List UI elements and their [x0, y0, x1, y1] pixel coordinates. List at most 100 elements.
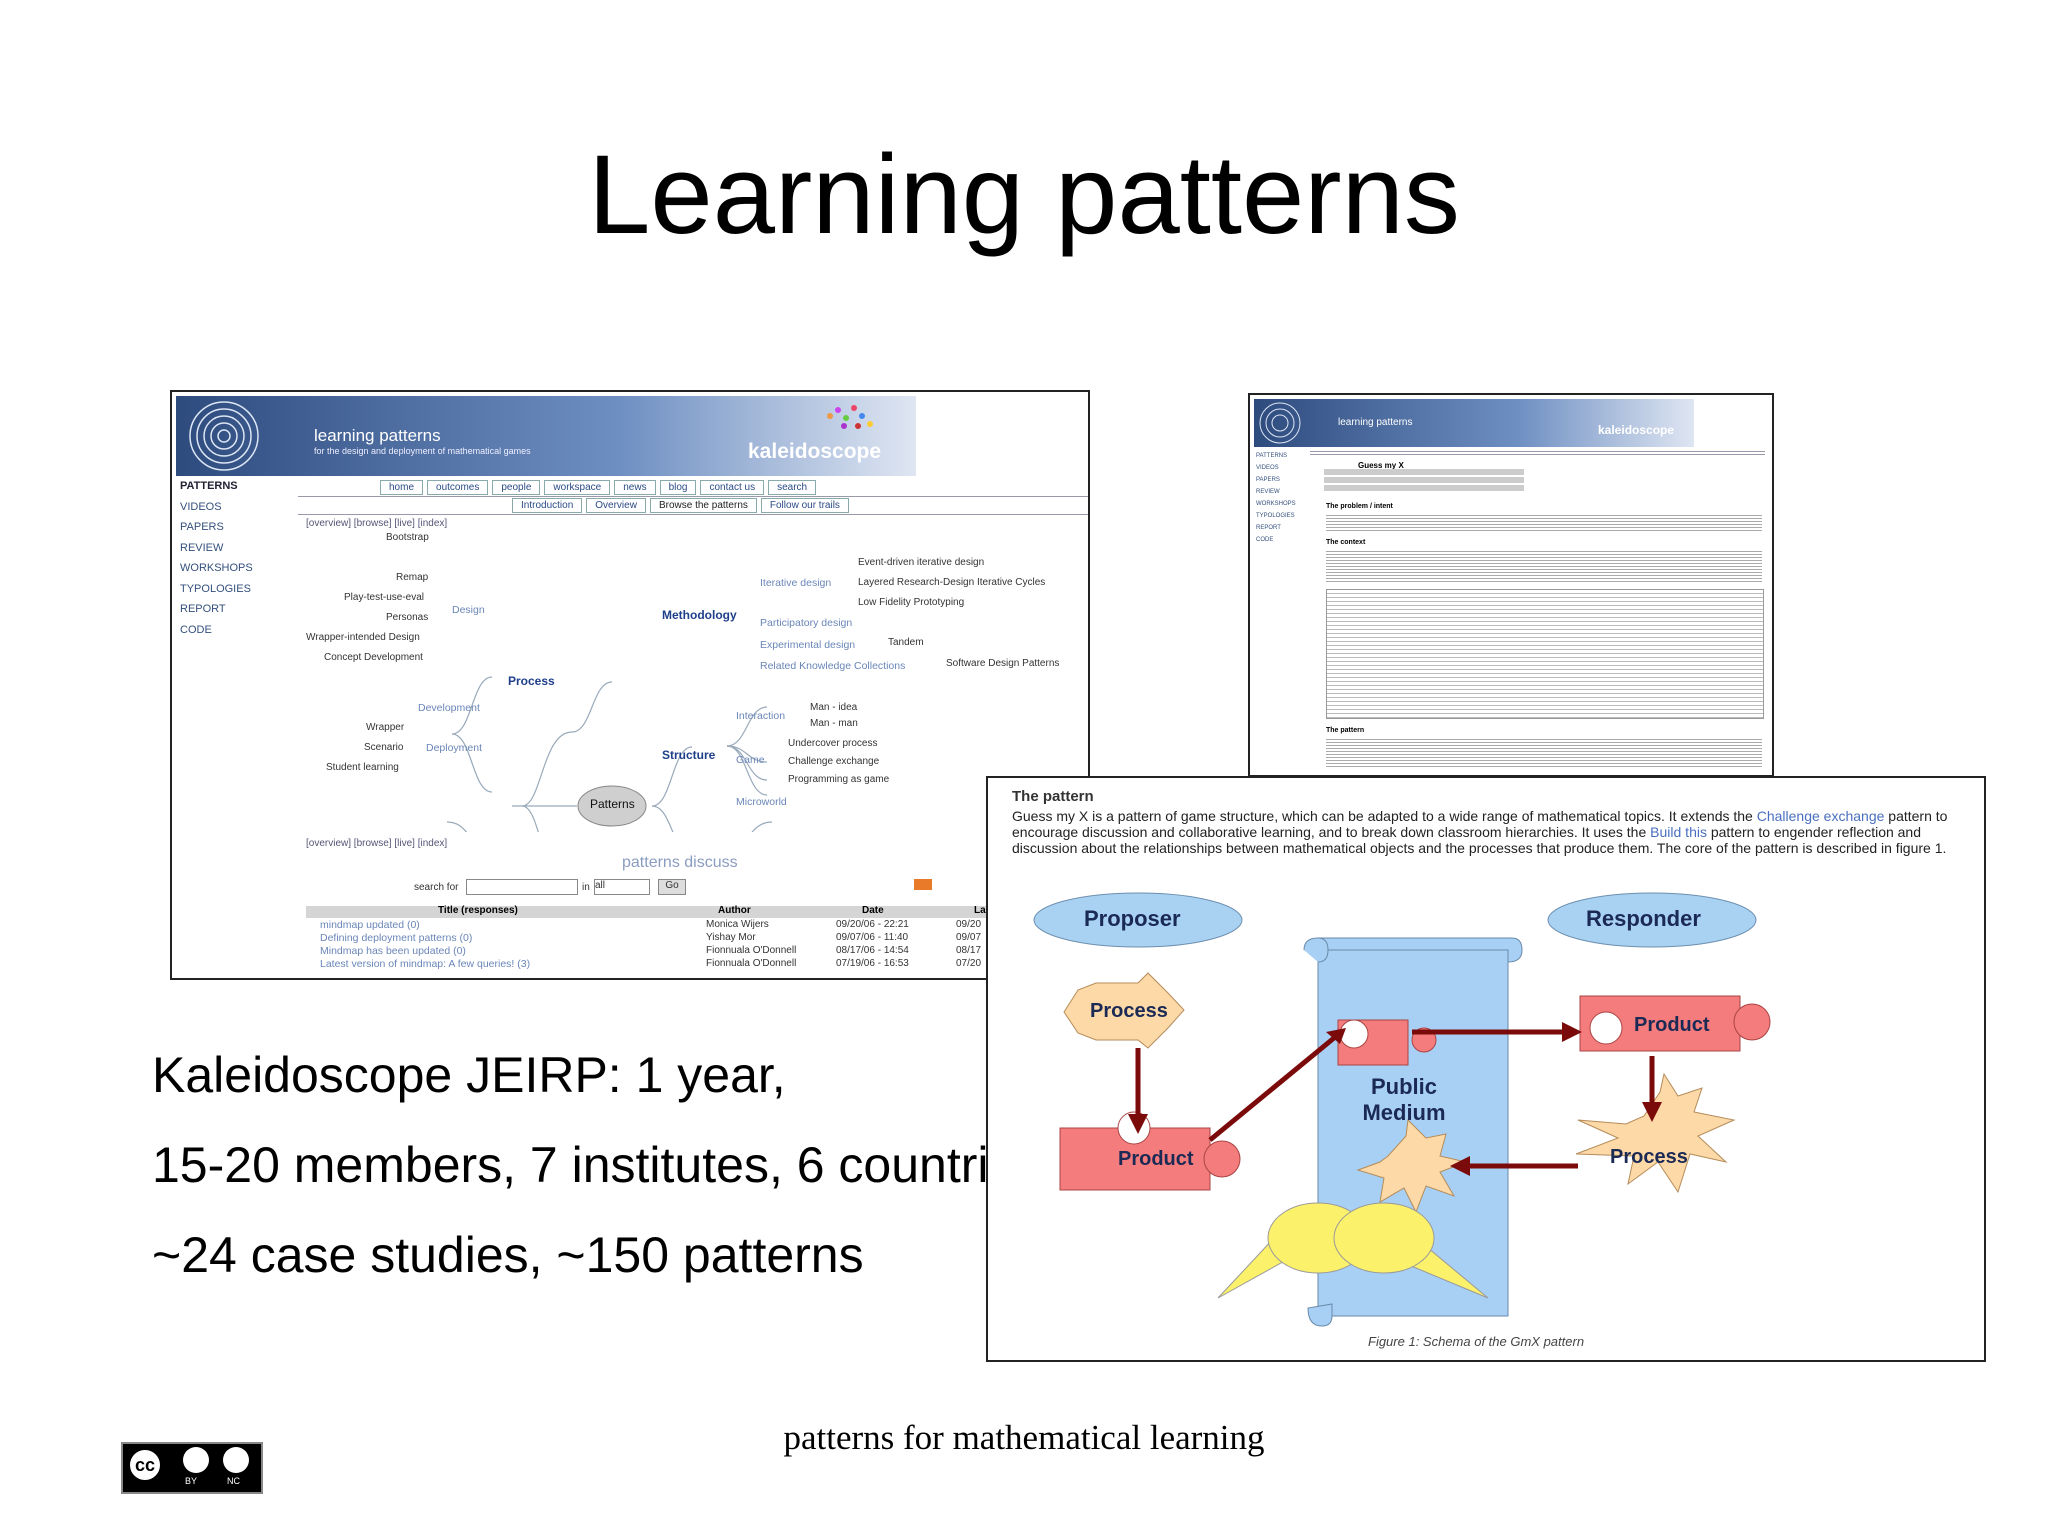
public-medium-label: Public Medium — [1362, 1074, 1446, 1125]
mindmap-game-item[interactable]: Programming as game — [788, 774, 890, 785]
mindmap-design-item[interactable]: Personas — [386, 612, 429, 623]
tab-contact[interactable]: contact us — [700, 480, 765, 495]
process-starburst-center — [1356, 1118, 1468, 1214]
mindmap-deployment[interactable]: Deployment — [426, 742, 483, 754]
row-author: Fionnuala O'Donnell — [706, 945, 797, 956]
pattern-description: Guess my X is a pattern of game structur… — [1012, 808, 1948, 856]
tab-home[interactable]: home — [380, 480, 424, 495]
mindmap-development[interactable]: Development — [418, 702, 480, 714]
link-challenge-exchange[interactable]: Challenge exchange — [1756, 808, 1885, 824]
mindmap-interaction-item[interactable]: Man - man — [810, 718, 858, 729]
nav-small[interactable]: TYPOLOGIES — [1256, 513, 1295, 519]
subtab-overview[interactable]: Overview — [586, 498, 646, 513]
section-heading: The problem / intent — [1326, 503, 1393, 510]
row-date: 09/07/06 - 11:40 — [836, 932, 909, 943]
mindmap-deployment-item[interactable]: Student learning — [326, 762, 399, 773]
mindmap-related[interactable]: Related Knowledge Collections — [760, 660, 906, 672]
mindmap-microworld[interactable]: Microworld — [736, 796, 787, 808]
mindmap-design-item[interactable]: Concept Development — [324, 652, 423, 663]
mindmap-participatory[interactable]: Participatory design — [760, 617, 853, 629]
mindmap-interaction-item[interactable]: Man - idea — [810, 702, 858, 713]
mindmap-experimental[interactable]: Experimental design — [760, 639, 856, 651]
mindmap-center[interactable]: Patterns — [590, 797, 635, 811]
mindmap-sdp[interactable]: Software Design Patterns — [946, 658, 1060, 669]
row-last: 09/07 — [956, 932, 982, 943]
mindmap-iterative-item[interactable]: Layered Research-Design Iterative Cycles — [858, 577, 1046, 588]
nav-small[interactable]: PATTERNS — [1256, 453, 1288, 459]
col-date: Date — [862, 905, 884, 916]
bullet-duration: Kaleidoscope JEIRP: 1 year, — [152, 1047, 786, 1103]
tab-news[interactable]: news — [614, 480, 656, 495]
row-title[interactable]: Mindmap has been updated (0) — [320, 945, 466, 957]
mindmap-game-item[interactable]: Undercover process — [788, 738, 878, 749]
slide-footer: patterns for mathematical learning — [783, 1418, 1265, 1457]
nav-review[interactable]: REVIEW — [180, 541, 224, 554]
search-scope-select[interactable]: all — [594, 879, 650, 895]
mindmap-game[interactable]: Game — [736, 754, 765, 766]
pattern-name: Guess my X — [1358, 461, 1404, 470]
mindmap-tandem[interactable]: Tandem — [888, 637, 924, 648]
mindmap-deployment-item[interactable]: Wrapper — [366, 722, 405, 733]
tab-people[interactable]: people — [492, 480, 541, 495]
site-subtabs: Introduction Overview Browse the pattern… — [512, 498, 849, 513]
nav-small[interactable]: VIDEOS — [1256, 465, 1279, 471]
product-puzzle-center — [1337, 1019, 1437, 1066]
site-nav: PATTERNS VIDEOS PAPERS REVIEW WORKSHOPS … — [180, 480, 298, 644]
nav-code[interactable]: CODE — [180, 623, 212, 636]
process-left-label: Process — [1090, 1000, 1168, 1022]
nav-patterns[interactable]: PATTERNS — [180, 480, 238, 492]
nav-report[interactable]: REPORT — [180, 603, 226, 615]
row-title[interactable]: mindmap updated (0) — [320, 919, 420, 931]
mindmap-deployment-item[interactable]: Scenario — [364, 742, 404, 753]
mindmap-design-item[interactable]: Play-test-use-eval — [344, 592, 425, 603]
mindmap-design-item[interactable]: Bootstrap — [386, 532, 429, 543]
row-last: 08/17 — [956, 945, 982, 956]
nav-small[interactable]: PAPERS — [1256, 477, 1280, 483]
nav-typologies[interactable]: TYPOLOGIES — [180, 582, 251, 595]
row-title[interactable]: Defining deployment patterns (0) — [320, 932, 473, 944]
dots-logo-icon — [827, 405, 873, 429]
pattern-figure-screenshot: The pattern Guess my X is a pattern of g… — [986, 776, 1986, 1362]
nav-small[interactable]: CODE — [1256, 537, 1274, 543]
mindmap-structure[interactable]: Structure — [662, 748, 716, 762]
subtab-introduction[interactable]: Introduction — [512, 498, 583, 513]
mindmap-iterative[interactable]: Iterative design — [760, 577, 832, 589]
mindmap-design[interactable]: Design — [452, 604, 485, 616]
subtab-browse[interactable]: Browse the patterns — [649, 498, 757, 513]
mindmap-interaction[interactable]: Interaction — [736, 710, 786, 722]
tab-outcomes[interactable]: outcomes — [427, 480, 489, 495]
col-author: Author — [718, 905, 751, 916]
row-title[interactable]: Latest version of mindmap: A few queries… — [320, 958, 531, 970]
view-links-bottom[interactable]: [overview] [browse] [live] [index] — [306, 838, 448, 849]
discuss-heading: patterns discuss — [622, 854, 738, 871]
by-label: BY — [185, 1476, 198, 1486]
nav-workshops[interactable]: WORKSHOPS — [180, 562, 253, 574]
tab-blog[interactable]: blog — [659, 480, 697, 495]
nav-small[interactable]: WORKSHOPS — [1256, 501, 1296, 507]
mindmap-process[interactable]: Process — [508, 674, 555, 688]
subtab-trails[interactable]: Follow our trails — [760, 498, 849, 513]
search-input[interactable] — [466, 879, 578, 895]
site-banner-small: learning patterns kaleidoscope — [1254, 399, 1694, 447]
bullet-studies: ~24 case studies, ~150 patterns — [152, 1227, 864, 1283]
mindmap-iterative-item[interactable]: Event-driven iterative design — [858, 557, 985, 568]
bullet-members: 15-20 members, 7 institutes, 6 countries — [152, 1137, 1042, 1193]
brand-logo: kaleidoscope — [748, 440, 882, 463]
mindmap-design-item[interactable]: Wrapper-intended Design — [306, 632, 420, 643]
mindmap-iterative-item[interactable]: Low Fidelity Prototyping — [858, 597, 965, 608]
go-button[interactable]: Go — [658, 879, 686, 895]
rss-icon[interactable] — [914, 879, 932, 890]
nav-videos[interactable]: VIDEOS — [180, 500, 222, 513]
nav-small[interactable]: REVIEW — [1256, 489, 1280, 495]
tab-search[interactable]: search — [768, 480, 817, 495]
nav-papers[interactable]: PAPERS — [180, 521, 224, 533]
tab-workspace[interactable]: workspace — [544, 480, 611, 495]
link-build-this[interactable]: Build this — [1650, 824, 1707, 840]
table-header — [306, 906, 1086, 918]
view-links[interactable]: [overview] [browse] [live] [index] — [306, 518, 448, 529]
mindmap-design-item[interactable]: Remap — [396, 572, 429, 583]
row-author: Yishay Mor — [706, 932, 756, 943]
mindmap-game-item[interactable]: Challenge exchange — [788, 756, 880, 767]
mindmap-methodology[interactable]: Methodology — [662, 608, 737, 622]
nav-small[interactable]: REPORT — [1256, 525, 1281, 531]
